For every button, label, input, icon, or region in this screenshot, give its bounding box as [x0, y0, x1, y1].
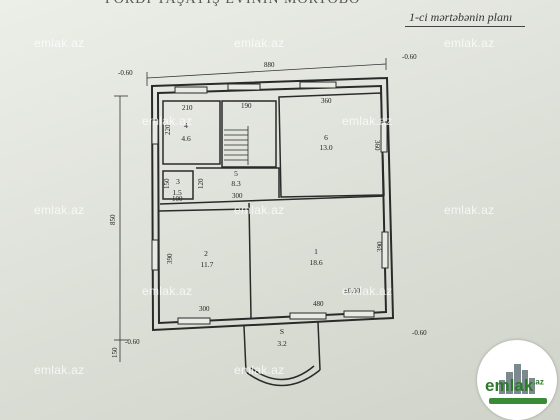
watermark: emlak.az: [342, 284, 393, 298]
watermark: emlak.az: [142, 284, 193, 298]
dim-label: 220: [164, 124, 172, 135]
room-area: 4.6: [181, 134, 191, 143]
logo-building-icon: [522, 370, 528, 394]
watermark: emlak.az: [234, 36, 285, 50]
dim-label: 300: [232, 192, 243, 200]
room-area: 18.6: [309, 258, 322, 267]
room-area: 11.7: [201, 260, 214, 269]
watermark: emlak.az: [444, 36, 495, 50]
window: [174, 86, 208, 94]
watermark: emlak.az: [444, 203, 495, 217]
room-area: 3.2: [277, 339, 287, 348]
level-label: -0.60: [118, 69, 133, 77]
logo-building-icon: [506, 372, 513, 394]
logo-building-icon: [499, 380, 505, 394]
logo-building-icon: [514, 364, 521, 394]
staircase: [224, 126, 249, 165]
window: [381, 231, 389, 269]
dim-label: 300: [199, 305, 210, 313]
room-number: 4: [184, 121, 188, 130]
dim-label: 120: [197, 178, 205, 189]
window: [151, 119, 159, 145]
level-label: -0.60: [412, 329, 427, 337]
window: [380, 121, 388, 153]
window: [343, 310, 375, 318]
level-label: ±0.00: [344, 287, 361, 295]
watermark: emlak.az: [142, 114, 193, 128]
logo-building-icon: [529, 378, 535, 394]
room-area: 13.0: [319, 143, 332, 152]
window: [177, 317, 211, 325]
stair-walls: [221, 100, 277, 168]
room-3-walls: [162, 170, 194, 200]
dim-label: 190: [241, 102, 252, 110]
room-area: 8.3: [231, 179, 241, 188]
room-6-walls: [278, 92, 385, 198]
dim-label-left: 850: [109, 214, 117, 225]
room-number: S: [280, 327, 284, 336]
room-number: 5: [234, 169, 238, 178]
dim-label-top: 880: [264, 61, 275, 69]
room-number: 6: [324, 133, 328, 142]
document-header: FƏRDİ YAŞAYIŞ EVİNİN MƏRTƏBƏ: [105, 0, 360, 8]
plan-title: 1-ci mərtəbənin planı: [409, 10, 513, 24]
level-label: -0.60: [125, 338, 140, 346]
watermark: emlak.az: [34, 203, 85, 217]
room-area: 1.5: [172, 188, 182, 197]
partition-wall: [248, 202, 252, 319]
room-5-walls: [196, 167, 280, 198]
window: [151, 239, 159, 271]
watermark: emlak.az: [34, 36, 85, 50]
porch: [243, 321, 321, 387]
dim-label: 360: [373, 140, 381, 151]
emlak-logo[interactable]: emlak.az: [477, 340, 557, 420]
dim-label: 360: [321, 97, 332, 105]
mid-wall: [159, 195, 385, 205]
window: [227, 83, 261, 91]
dim-label: 150: [163, 178, 171, 189]
dim-line-top: [146, 63, 387, 79]
logo-bar: [489, 398, 547, 404]
window: [299, 81, 337, 89]
watermark: emlak.az: [234, 363, 285, 377]
dim-label: 480: [313, 300, 324, 308]
watermark: emlak.az: [34, 363, 85, 377]
room-number: 2: [204, 249, 208, 258]
watermark: emlak.az: [234, 203, 285, 217]
mid-wall-inner: [158, 208, 250, 212]
dim-label: 390: [166, 253, 174, 264]
level-label: -0.60: [402, 53, 417, 61]
dim-label: 210: [182, 104, 193, 112]
room-4-walls: [162, 100, 221, 165]
room-number: 3: [176, 177, 180, 186]
title-underline: [405, 26, 525, 27]
room-number: 1: [314, 247, 318, 256]
watermark: emlak.az: [342, 114, 393, 128]
dim-label: 100: [172, 195, 183, 203]
dim-label-porch: 150: [111, 347, 119, 358]
dim-label: 390: [376, 241, 384, 252]
window: [289, 312, 327, 320]
logo-text: emlak.az: [485, 376, 544, 395]
